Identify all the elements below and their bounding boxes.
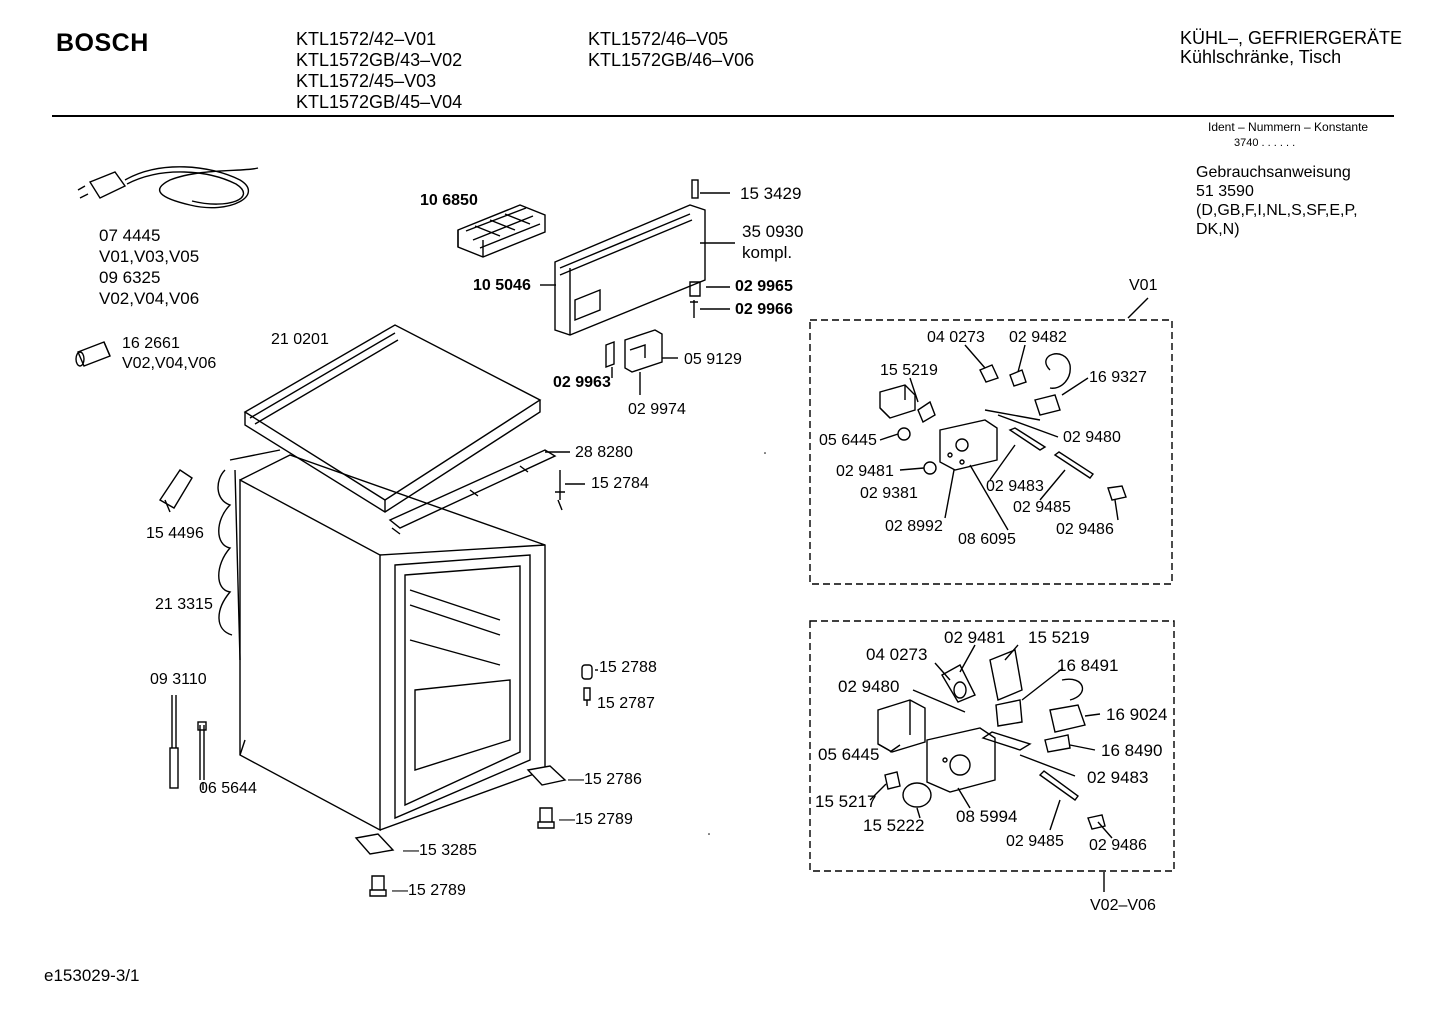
hinge-drawing	[159, 469, 193, 513]
manual-block: Gebrauchsanweisung 51 3590 (D,GB,F,I,NL,…	[1196, 163, 1358, 239]
freezer-door-drawing	[554, 179, 706, 336]
part-number-label: 02 9965	[735, 278, 793, 295]
condenser-drawing	[217, 449, 281, 661]
part-number-label: 02 9963	[553, 374, 611, 391]
document-id: e153029-3/1	[44, 966, 140, 985]
part-note-label: kompl.	[742, 243, 793, 262]
part-variants-label: V01,V03,V05	[99, 247, 200, 266]
part-number-label: 15 5219	[880, 362, 938, 379]
part-number-label: 02 9481	[836, 463, 894, 480]
part-number-label: 02 8992	[885, 518, 943, 535]
part-number-label: 02 9974	[628, 401, 686, 418]
part-number-label: 02 9480	[838, 677, 900, 696]
power-cable-drawing	[77, 166, 259, 209]
part-number-label: 16 2661	[122, 335, 180, 352]
model-item: KTL1572GB/46–V06	[588, 50, 755, 70]
part-number-label: 07 4445	[99, 226, 161, 245]
part-number-label: 15 3429	[740, 184, 802, 203]
ident-value: 3740 . . . . . .	[1234, 137, 1296, 149]
part-number-label: 04 0273	[866, 645, 928, 664]
part-number-label: —15 3285	[403, 842, 477, 859]
brand-logo: BOSCH	[56, 29, 149, 57]
part-number-label: 02 9480	[1063, 429, 1121, 446]
part-number-label: 16 9024	[1106, 705, 1168, 724]
ident-label: Ident – Nummern – Konstante	[1208, 120, 1369, 134]
part-number-label: 02 9482	[1009, 329, 1067, 346]
part-number-label: 10 6850	[420, 192, 478, 209]
model-item: KTL1572/42–V01	[296, 29, 437, 49]
part-number-label: —15 2786	[568, 771, 642, 788]
fuse-drawing	[75, 341, 111, 367]
category-title: KÜHL–, GEFRIERGERÄTE	[1180, 28, 1403, 48]
part-number-label: 15 4496	[146, 525, 204, 542]
rail-drawing	[388, 449, 565, 535]
part-number-label: 09 6325	[99, 268, 161, 287]
part-number-label: 15 5222	[863, 816, 925, 835]
part-number-label: 15 2788	[599, 659, 657, 676]
part-number-label: 05 6445	[819, 432, 877, 449]
category-block: KÜHL–, GEFRIERGERÄTE Kühlschränke, Tisch	[1180, 29, 1402, 67]
group-v01-box	[809, 297, 1173, 585]
part-number-label: 05 6445	[818, 745, 880, 764]
part-number-label: —15 2789	[392, 882, 466, 899]
manual-title: Gebrauchsanweisung	[1196, 164, 1351, 181]
part-number-label: 08 5994	[956, 807, 1018, 826]
part-number-label: —15 2789	[559, 811, 633, 828]
model-list-1: KTL1572/42–V01 KTL1572GB/43–V02 KTL1572/…	[296, 29, 462, 113]
part-number-label: 21 0201	[271, 331, 329, 348]
part-number-label: 10 5046	[473, 277, 531, 294]
part-variants-label: V02,V04,V06	[122, 355, 217, 372]
category-subtitle: Kühlschränke, Tisch	[1180, 47, 1342, 67]
part-number-label: 02 9486	[1089, 837, 1147, 854]
part-number-label: 15 5217	[815, 792, 877, 811]
part-number-label: 02 9485	[1006, 833, 1064, 850]
group-v02-box	[809, 620, 1175, 892]
model-item: KTL1572/46–V05	[588, 29, 729, 49]
model-item: KTL1572/45–V03	[296, 71, 437, 91]
part-number-label: 04 0273	[927, 329, 985, 346]
part-number-label: 21 3315	[155, 596, 213, 613]
group-label-v02: V02–V06	[1090, 897, 1156, 914]
part-number-label: 05 9129	[684, 351, 742, 368]
cabinet-drawing	[239, 454, 546, 832]
ice-tray-drawing	[457, 204, 546, 258]
part-number-label: 15 5219	[1028, 628, 1090, 647]
manual-languages-cont: DK,N)	[1196, 221, 1240, 238]
model-item: KTL1572GB/45–V04	[296, 92, 463, 112]
part-number-label: 09 3110	[150, 671, 207, 688]
header-rule	[52, 115, 1394, 117]
part-number-label: 02 9485	[1013, 499, 1071, 516]
part-number-label: 02 9966	[735, 301, 793, 318]
small-parts-drawing	[354, 664, 593, 897]
model-item: KTL1572GB/43–V02	[296, 50, 463, 70]
part-number-label: 15 2787	[597, 695, 655, 712]
part-number-label: 16 8490	[1101, 741, 1163, 760]
part-variants-label: V02,V04,V06	[99, 289, 200, 308]
sensor-drawing	[169, 695, 207, 789]
part-number-label: 02 9483	[986, 478, 1044, 495]
group-label-v01: V01	[1129, 277, 1158, 294]
cable-labels: 07 4445 V01,V03,V05 09 6325 V02,V04,V06	[99, 225, 199, 309]
part-number-label: 02 9481	[944, 628, 1006, 647]
top-cover-drawing	[243, 324, 542, 513]
part-number-label: 16 8491	[1057, 656, 1119, 675]
model-list-2: KTL1572/46–V05 KTL1572GB/46–V06	[588, 29, 754, 71]
part-number-label: 06 5644	[199, 780, 257, 797]
part-number-label: 16 9327	[1089, 369, 1147, 386]
part-number-label: 02 9483	[1087, 768, 1149, 787]
part-number-label: 28 8280	[575, 444, 633, 461]
latch-drawing	[605, 329, 663, 373]
manual-number: 51 3590	[1196, 183, 1254, 200]
part-number-label: 08 6095	[958, 531, 1016, 548]
part-number-label: 02 9381	[860, 485, 918, 502]
part-number-label: 35 0930	[742, 222, 804, 241]
leader-lines	[202, 192, 735, 790]
part-number-label: 02 9486	[1056, 521, 1114, 538]
part-number-label: 15 2784	[591, 475, 649, 492]
manual-languages: (D,GB,F,I,NL,S,SF,E,P,	[1196, 202, 1358, 219]
